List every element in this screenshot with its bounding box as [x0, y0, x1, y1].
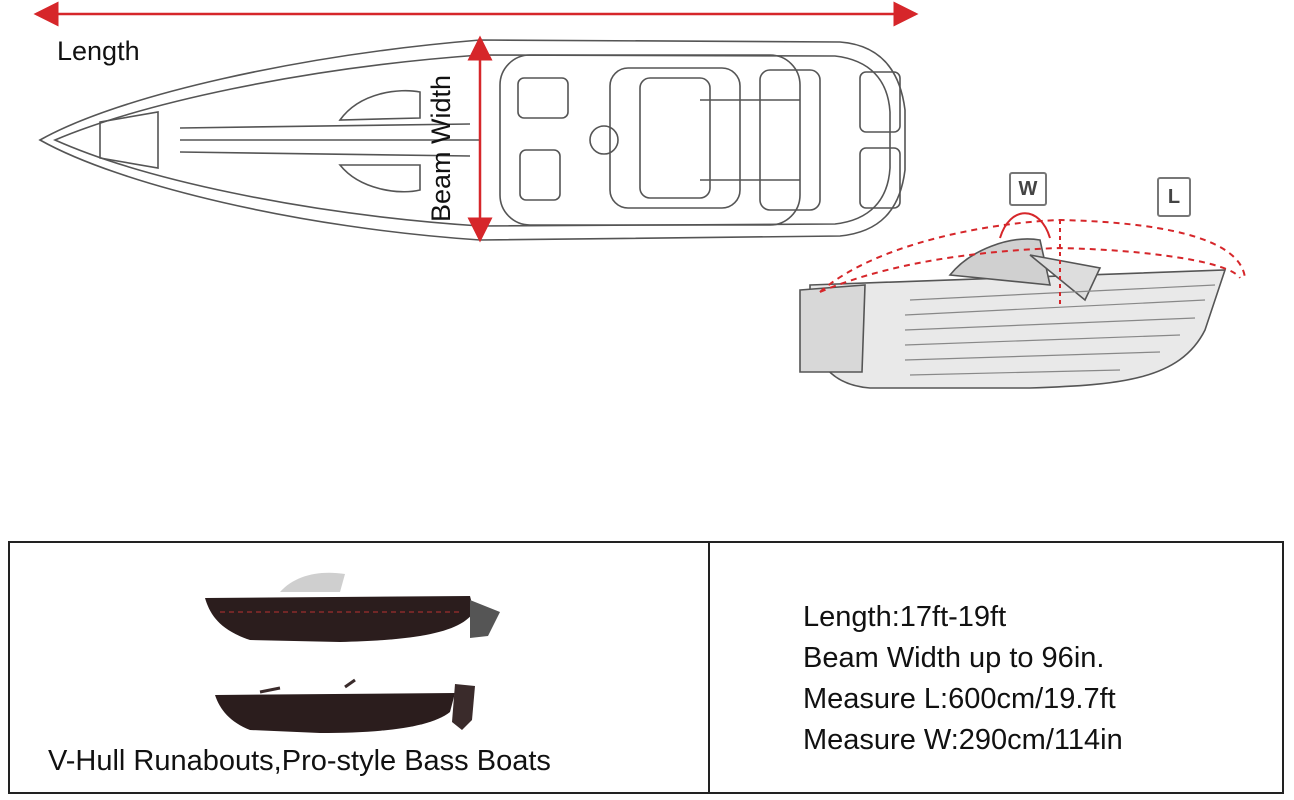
side-view-boat [799, 238, 1227, 389]
runabout-boat-icon [205, 572, 500, 642]
spec-length: Length:17ft-19ft [803, 601, 1007, 633]
measure-lines [819, 212, 1246, 305]
spec-beam-width: Beam Width up to 96in. [803, 642, 1105, 674]
length-label: Length [57, 36, 140, 66]
top-view-boat [38, 39, 906, 241]
w-marker-label: W [1009, 172, 1047, 206]
bass-boat-icon [215, 678, 475, 733]
spec-table [8, 541, 1284, 794]
l-marker-label: L [1157, 177, 1191, 217]
spec-measure-w: Measure W:290cm/114in [803, 724, 1123, 756]
boat-type-caption: V-Hull Runabouts,Pro-style Bass Boats [48, 745, 551, 777]
table-divider [708, 541, 710, 794]
beam-width-label: Beam Width [426, 74, 456, 222]
spec-list: Length:17ft-19ft Beam Width up to 96in. … [803, 597, 1123, 761]
spec-measure-l: Measure L:600cm/19.7ft [803, 683, 1116, 715]
